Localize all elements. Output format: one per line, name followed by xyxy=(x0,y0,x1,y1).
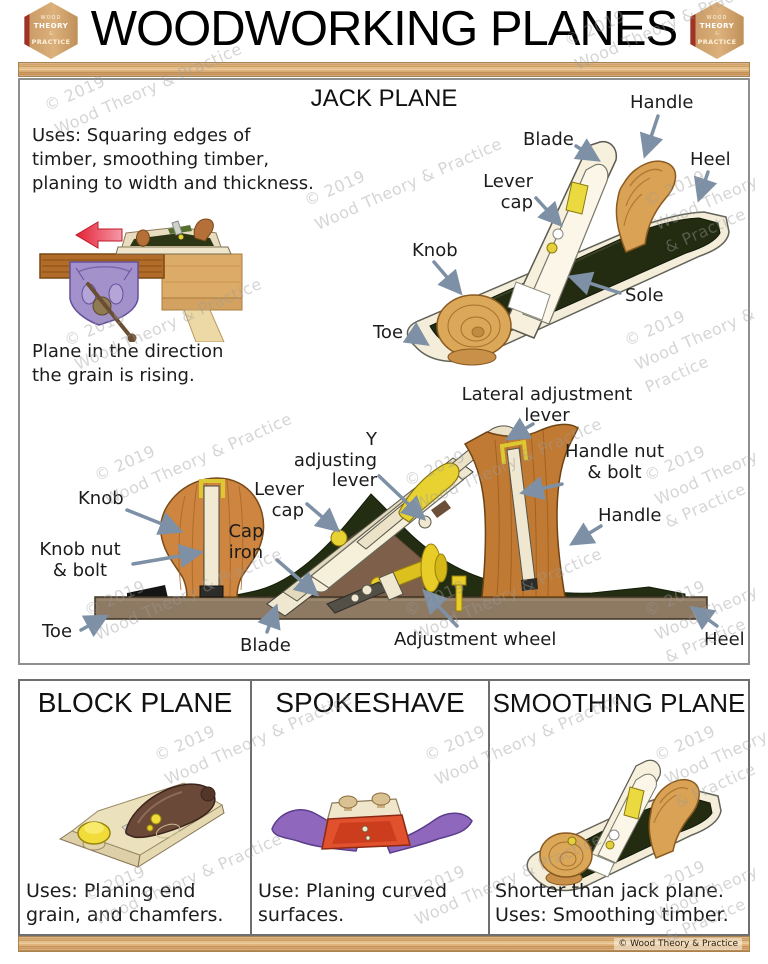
label-handle: Handle xyxy=(630,92,694,113)
label-sole: Sole xyxy=(625,285,664,306)
spokeshave-caption: Use: Planing curved surfaces. xyxy=(258,880,448,927)
label-blade: Blade xyxy=(523,129,574,150)
wood-bar-top xyxy=(18,62,750,77)
workbench-illustration xyxy=(39,218,243,342)
block-plane-illustration xyxy=(58,782,225,869)
poster-title: WOODWORKING PLANES xyxy=(90,2,678,56)
label-lever-cap-exploded: Lever cap xyxy=(254,479,304,521)
bench-drawing xyxy=(161,253,243,342)
label-knob-nut-bolt: Knob nut & bolt xyxy=(39,539,121,581)
grain-direction-note: Plane in the direction the grain is risi… xyxy=(32,341,224,386)
blade-assembly-drawing xyxy=(502,140,618,339)
handle-screw-drawing xyxy=(451,575,467,612)
block-plane-title: BLOCK PLANE xyxy=(37,687,233,718)
spokeshave-illustration xyxy=(271,792,473,854)
label-toe: Toe xyxy=(373,322,404,343)
logo-word: PRACTICE xyxy=(697,38,737,46)
label-y-adjusting-lever: Y adjusting lever xyxy=(293,429,377,492)
label-heel: Heel xyxy=(690,149,731,170)
smoothing-plane-illustration xyxy=(526,759,722,892)
label-toe-exploded: Toe xyxy=(42,621,73,642)
handle-section-drawing xyxy=(463,423,579,598)
smoothing-plane-caption: Shorter than jack plane. Uses: Smoothing… xyxy=(495,880,729,927)
block-plane-caption: Uses: Planing end grain, and chamfers. xyxy=(26,880,224,927)
label-lever-cap: Lever cap xyxy=(483,171,533,213)
label-blade-exploded: Blade xyxy=(240,635,291,656)
logo-word: PRACTICE xyxy=(31,38,71,46)
logo-word: WOOD xyxy=(706,15,728,21)
vise-drawing xyxy=(69,261,139,342)
exploded-plane-illustration xyxy=(79,417,719,638)
smoothing-plane-panel: SMOOTHING PLANE Shorter than jack plane.… xyxy=(488,679,750,936)
handle-drawing xyxy=(615,160,677,253)
smoothing-plane-title: SMOOTHING PLANE xyxy=(492,688,746,718)
logo-word: & xyxy=(49,31,53,37)
label-lateral-adjustment-lever: Lateral adjustment lever xyxy=(461,384,633,426)
label-knob: Knob xyxy=(412,240,458,261)
direction-arrow-icon xyxy=(75,221,123,249)
wood-bar-bottom xyxy=(18,936,750,952)
knob-drawing xyxy=(436,294,512,366)
jack-plane-title: JACK PLANE xyxy=(310,85,458,112)
jack-plane-uses: Uses: Squaring edges of timber, smoothin… xyxy=(32,125,314,194)
logo-word: THEORY xyxy=(699,22,735,30)
logo-word: THEORY xyxy=(33,22,69,30)
logo-word: & xyxy=(715,31,719,37)
label-handle-exploded: Handle xyxy=(598,505,662,526)
leader-arrows xyxy=(79,417,719,638)
spokeshave-panel: SPOKESHAVE Use: Planing curved surfaces. xyxy=(250,679,490,936)
jack-plane-panel: JACK PLANE Uses: Squaring edges of timbe… xyxy=(18,78,750,665)
leader-arrows xyxy=(402,114,718,346)
assembled-plane-illustration xyxy=(402,114,730,366)
spokeshave-title: SPOKESHAVE xyxy=(275,687,465,718)
label-heel-exploded: Heel xyxy=(704,629,745,650)
label-knob-exploded: Knob xyxy=(78,488,124,509)
footer-copyright: © Wood Theory & Practice xyxy=(614,938,742,950)
logo-word: WOOD xyxy=(40,15,62,21)
small-plane-drawing xyxy=(115,218,232,255)
label-handle-nut-bolt: Handle nut & bolt xyxy=(564,441,665,483)
label-adjustment-wheel: Adjustment wheel xyxy=(394,629,557,650)
block-plane-panel: BLOCK PLANE Uses: Planing end grain, and… xyxy=(18,679,252,936)
label-cap-iron: Cap iron xyxy=(228,521,264,563)
